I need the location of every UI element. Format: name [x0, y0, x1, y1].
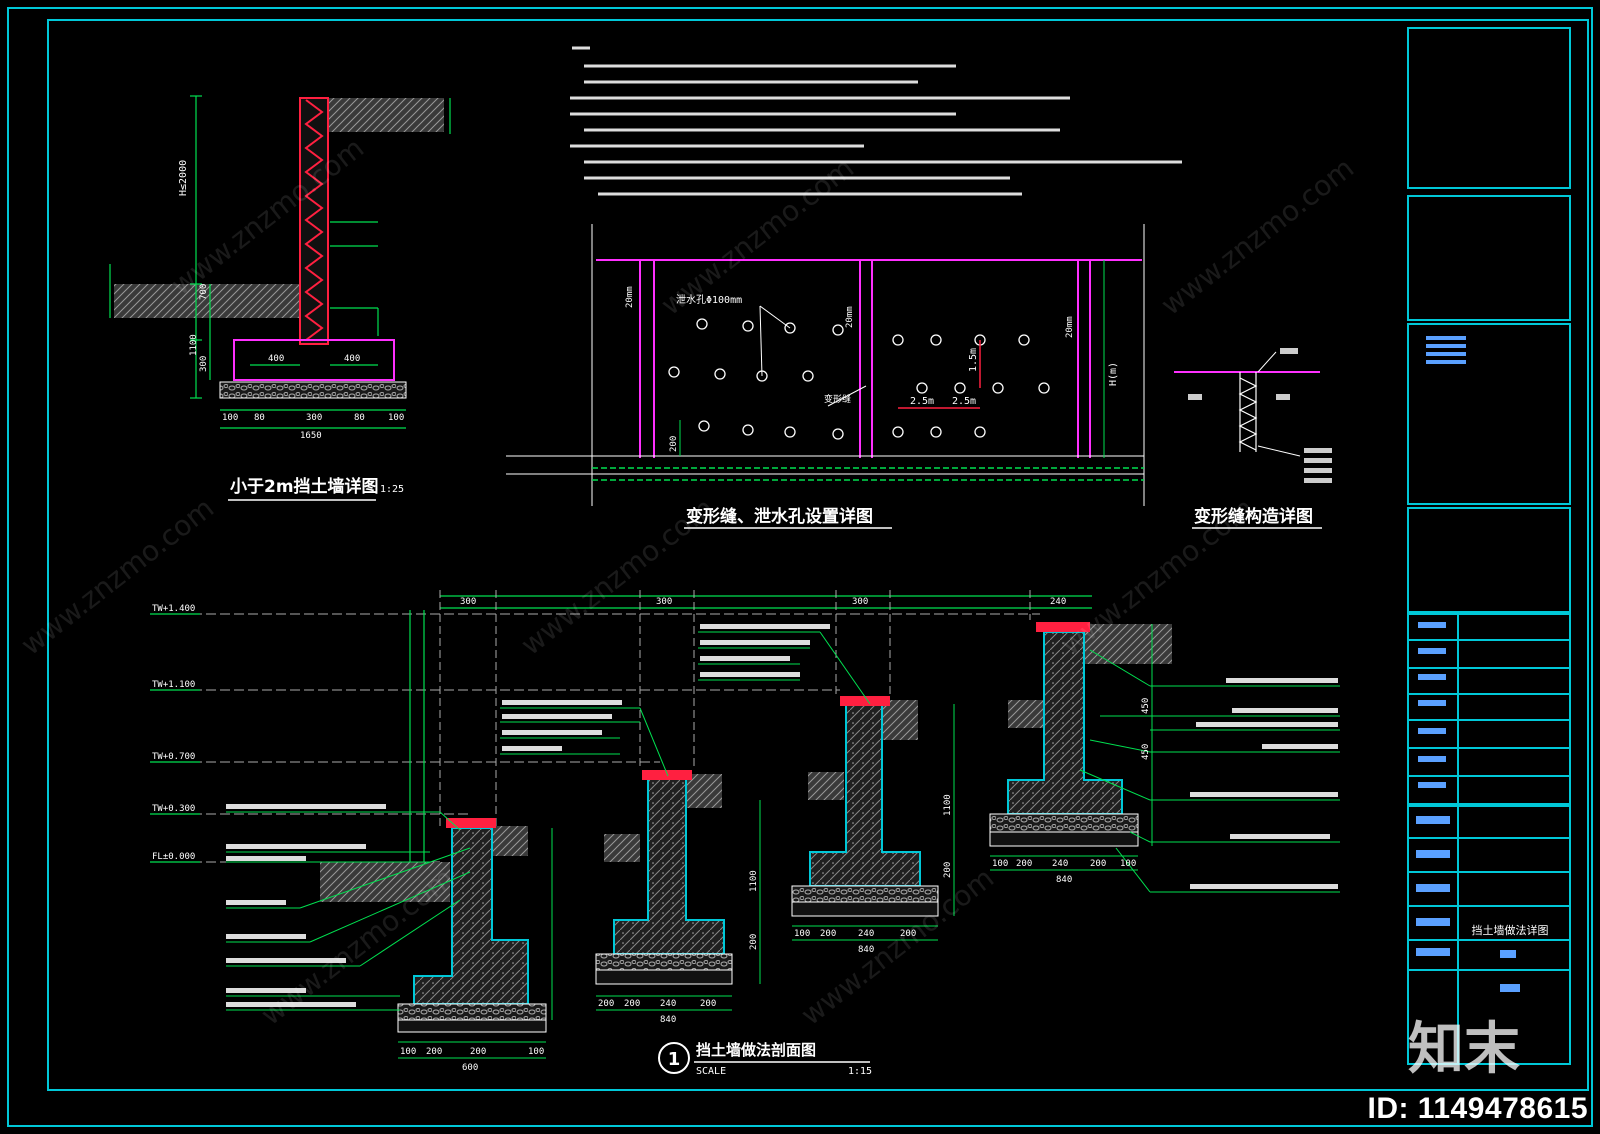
w4-b3: 200 [1090, 859, 1106, 869]
dim-1100: 1100 [189, 334, 199, 356]
level-0700: TW+0.700 [152, 752, 195, 762]
small-wall-scale: 1:25 [380, 484, 404, 495]
w1-b1: 200 [426, 1047, 442, 1057]
dim-height: H≤2000 [178, 160, 189, 196]
w2-total: 840 [660, 1015, 676, 1025]
level-0000: FL±0.000 [152, 852, 195, 862]
w2-b1: 200 [624, 999, 640, 1009]
dim-400b: 400 [344, 354, 360, 364]
image-id-label: ID: 1149478615 [1367, 1092, 1588, 1125]
w3-b0: 100 [794, 929, 810, 939]
w3-r1: 200 [943, 862, 953, 878]
dim-b4: 100 [388, 413, 404, 423]
wall-1 [320, 818, 547, 1033]
w2-b2: 240 [660, 999, 676, 1009]
dim-b3: 80 [354, 413, 365, 423]
label-2p5m-a: 2.5m [910, 396, 934, 407]
section-scale-label: SCALE [696, 1066, 726, 1077]
section-number: 1 [668, 1049, 681, 1070]
label-joint20-left: 20mm [625, 286, 635, 308]
level-1400: TW+1.400 [152, 604, 195, 614]
dim-b2: 300 [306, 413, 322, 423]
dim-300: 300 [199, 356, 209, 372]
w3-b2: 240 [858, 929, 874, 939]
joint-holes-detail: 泄水孔Φ100mm 20mm 20mm 20mm H(m) 1.5m 2.5m … [506, 224, 1145, 529]
w2-r0: 1100 [749, 870, 759, 892]
section-title: 挡土墙做法剖面图 [696, 1041, 816, 1059]
label-drain-hole: 泄水孔Φ100mm [676, 293, 742, 306]
dim-400a: 400 [268, 354, 284, 364]
drawing-frame [47, 19, 1589, 1091]
w1-total: 600 [462, 1063, 478, 1073]
w1-b2: 200 [470, 1047, 486, 1057]
w1-b0: 100 [400, 1047, 416, 1057]
top-dim-2: 300 [852, 597, 868, 607]
drawing-name: 挡土墙做法详图 [1472, 923, 1549, 937]
w2-b3: 200 [700, 999, 716, 1009]
section-scale: 1:15 [848, 1066, 872, 1077]
w3-r0: 1100 [943, 794, 953, 816]
footing [233, 339, 395, 381]
top-dim-0: 300 [460, 597, 476, 607]
level-0300: TW+0.300 [152, 804, 195, 814]
w4-b4: 100 [1120, 859, 1136, 869]
dim-b1: 80 [254, 413, 265, 423]
soil-lower [114, 284, 300, 318]
brand-logo: 知末 [1408, 1017, 1520, 1082]
w4-b2: 240 [1052, 859, 1068, 869]
label-joint20-mid: 20mm [845, 306, 855, 328]
joint-construction-detail: 变形缝构造详图 [1174, 348, 1332, 529]
top-dim-1: 300 [656, 597, 672, 607]
section-number-circle [658, 1042, 690, 1074]
label-joint: 变形缝 [824, 393, 851, 405]
w4-r0: 450 [1141, 698, 1151, 714]
soil-upper [328, 98, 444, 132]
dim-b0: 100 [222, 413, 238, 423]
w2-r1: 200 [749, 934, 759, 950]
wall-2 [595, 770, 733, 985]
gravel-base [219, 381, 407, 399]
label-200: 200 [669, 436, 679, 452]
label-2p5m-b: 2.5m [952, 396, 976, 407]
wall-stem [299, 97, 329, 345]
dim-total: 1650 [300, 431, 322, 441]
small-wall-title: 小于2m挡土墙详图 [230, 476, 379, 497]
label-h: H(m) [1108, 362, 1119, 386]
dim-700: 700 [199, 284, 209, 300]
joint-construction-title: 变形缝构造详图 [1194, 506, 1313, 527]
rebar-zigzag [304, 99, 324, 341]
joint-holes-title: 变形缝、泄水孔设置详图 [686, 506, 873, 527]
title-block [1407, 27, 1571, 1065]
notes-block [570, 46, 1182, 196]
w2-b0: 200 [598, 999, 614, 1009]
wall-3 [791, 696, 939, 917]
w1-b3: 100 [528, 1047, 544, 1057]
w4-r1: 450 [1141, 744, 1151, 760]
section-detail: TW+1.400 TW+1.100 TW+0.700 TW+0.300 FL±0… [150, 590, 1340, 1077]
wall-4 [989, 622, 1172, 847]
w3-b1: 200 [820, 929, 836, 939]
drain-holes [668, 318, 1050, 440]
w4-b0: 100 [992, 859, 1008, 869]
w4-total: 840 [1056, 875, 1072, 885]
small-wall-detail: H≤2000 700 1100 300 400 400 100 80 300 8… [109, 95, 451, 501]
top-dim-3: 240 [1050, 597, 1066, 607]
label-1p5m: 1.5m [968, 348, 979, 372]
label-joint20-right: 20mm [1065, 316, 1075, 338]
title-block-marks [1416, 336, 1520, 992]
outer-frame [7, 7, 1593, 1127]
w3-b3: 200 [900, 929, 916, 939]
w4-b1: 200 [1016, 859, 1032, 869]
w3-total: 840 [858, 945, 874, 955]
level-1100: TW+1.100 [152, 680, 195, 690]
